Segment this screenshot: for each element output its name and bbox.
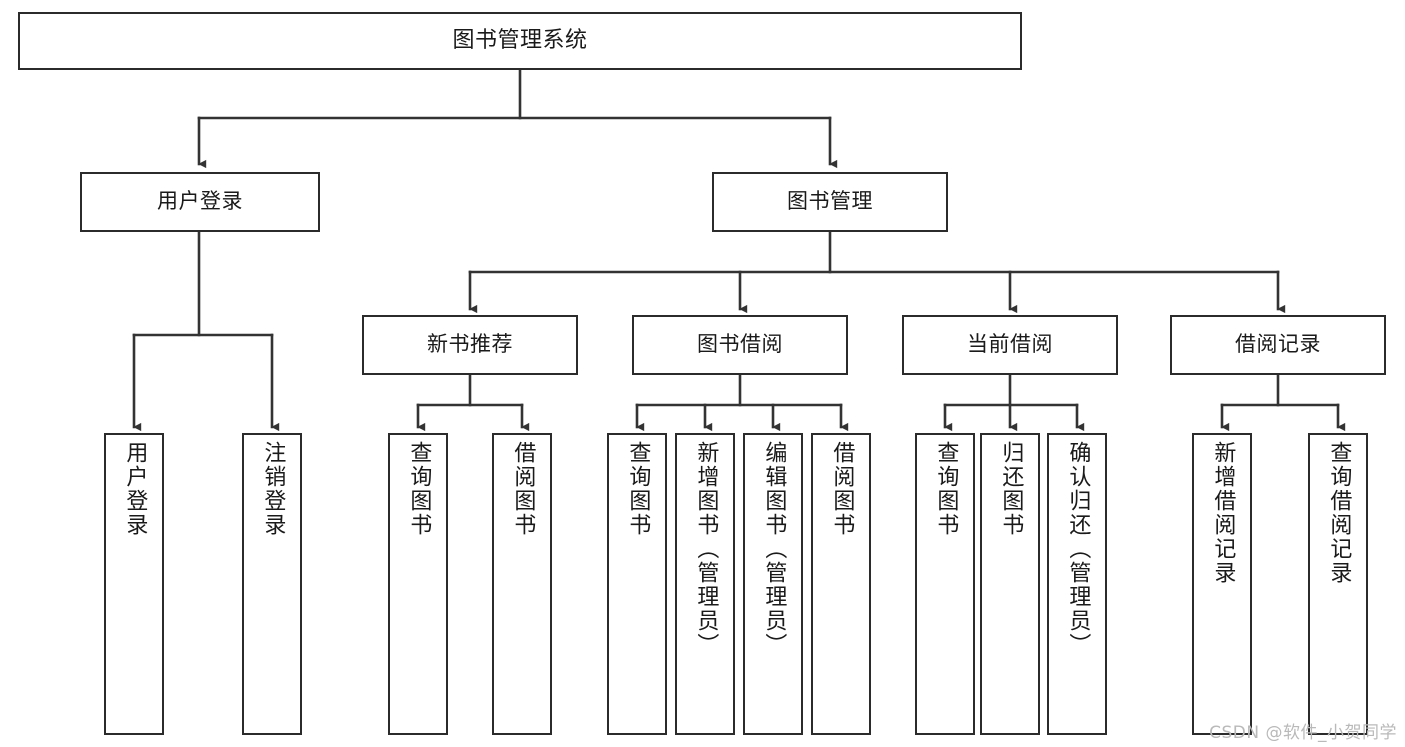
node-leaf-query-book-3[interactable]: 查询图书 [915,433,975,735]
node-label: 用户登录 [157,189,243,214]
node-leaf-query-record[interactable]: 查询借阅记录 [1308,433,1368,735]
node-label: 图书管理系统 [452,27,588,53]
node-leaf-borrow-book-1[interactable]: 借阅图书 [492,433,552,735]
node-leaf-add-record[interactable]: 新增借阅记录 [1192,433,1252,735]
node-leaf-logout-login[interactable]: 注销登录 [242,433,302,735]
node-leaf-query-book-2[interactable]: 查询图书 [607,433,667,735]
node-label: 查询图书 [406,441,432,537]
node-label: 用户登录 [122,441,148,537]
node-leaf-edit-book[interactable]: 编辑图书（管理员） [743,433,803,735]
node-label: 归还图书 [998,441,1024,537]
node-leaf-return-book[interactable]: 归还图书 [980,433,1040,735]
node-book-management-system[interactable]: 图书管理系统 [18,12,1022,70]
node-label: 借阅图书 [829,441,855,537]
node-label: 新书推荐 [427,332,513,357]
node-leaf-query-book-1[interactable]: 查询图书 [388,433,448,735]
node-label: 新增借阅记录 [1210,441,1236,585]
node-label: 新增图书（管理员） [693,441,719,657]
node-label: 借阅图书 [510,441,536,537]
node-leaf-add-book[interactable]: 新增图书（管理员） [675,433,735,735]
node-label: 查询图书 [625,441,651,537]
node-borrow-record[interactable]: 借阅记录 [1170,315,1386,375]
node-label: 图书借阅 [697,332,783,357]
node-label: 查询图书 [933,441,959,537]
node-label: 编辑图书（管理员） [761,441,787,657]
node-label: 图书管理 [787,189,873,214]
node-label: 注销登录 [260,441,286,537]
node-leaf-confirm-return[interactable]: 确认归还（管理员） [1047,433,1107,735]
node-label: 借阅记录 [1235,332,1321,357]
watermark: CSDN @软件_小贺同学 [1209,723,1397,743]
node-book-manage[interactable]: 图书管理 [712,172,948,232]
node-label: 当前借阅 [967,332,1053,357]
node-new-book-recommend[interactable]: 新书推荐 [362,315,578,375]
node-label: 查询借阅记录 [1326,441,1352,585]
node-user-login[interactable]: 用户登录 [80,172,320,232]
node-book-borrow[interactable]: 图书借阅 [632,315,848,375]
node-label: 确认归还（管理员） [1065,441,1091,657]
node-current-borrow[interactable]: 当前借阅 [902,315,1118,375]
node-leaf-borrow-book-2[interactable]: 借阅图书 [811,433,871,735]
node-leaf-user-login[interactable]: 用户登录 [104,433,164,735]
